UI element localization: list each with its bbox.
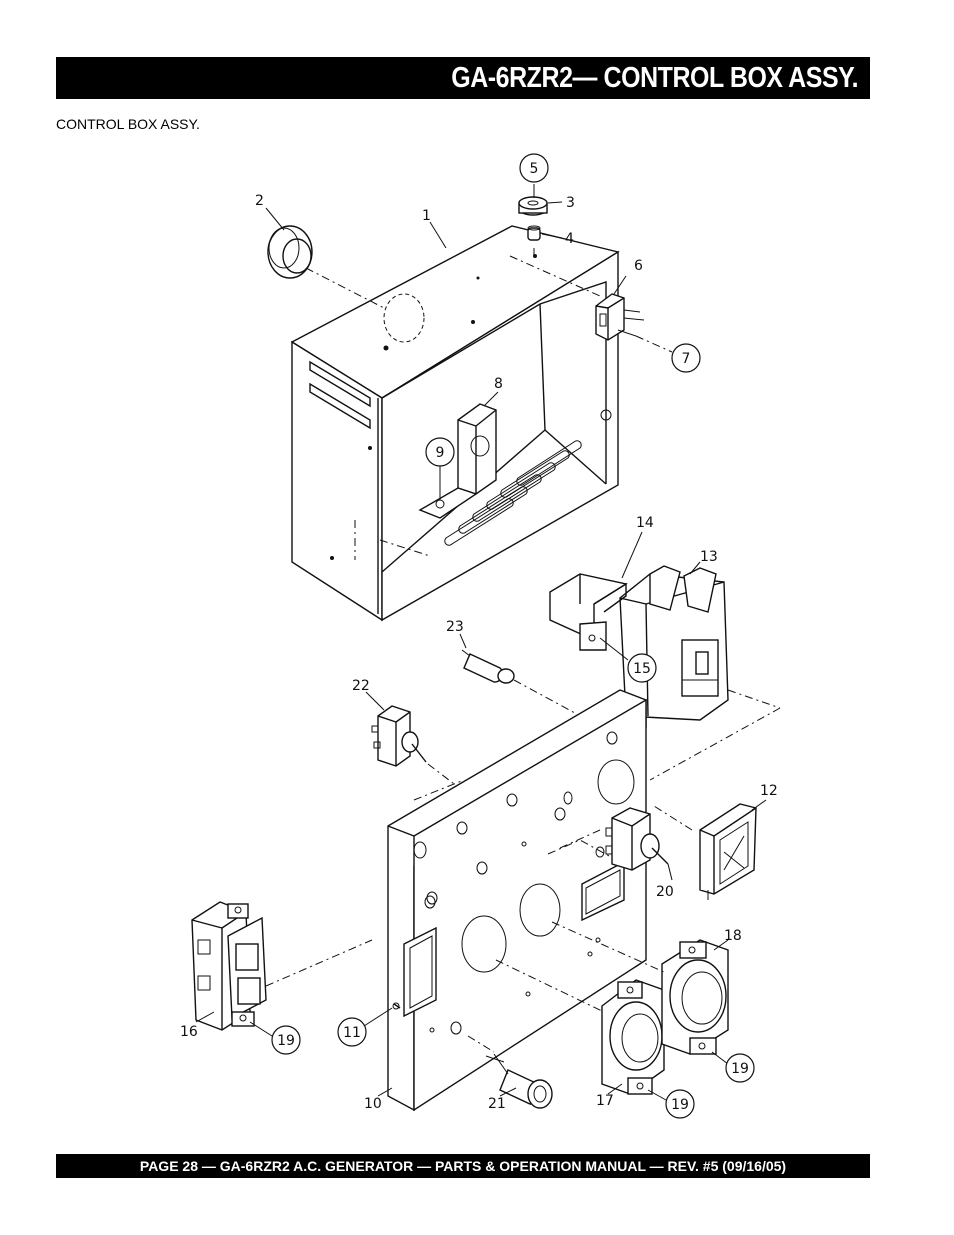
svg-text:1: 1 — [422, 208, 431, 224]
svg-text:8: 8 — [494, 376, 503, 392]
svg-text:11: 11 — [343, 1025, 361, 1041]
voltmeter — [653, 803, 757, 900]
svg-text:19: 19 — [671, 1097, 689, 1113]
callout-19-left: 19 — [271, 1025, 301, 1055]
svg-text:22: 22 — [352, 678, 370, 694]
svg-text:14: 14 — [636, 515, 654, 531]
svg-text:17: 17 — [596, 1093, 614, 1109]
grommet — [267, 225, 385, 309]
callout-10: 10 — [364, 1096, 382, 1112]
svg-text:18: 18 — [724, 928, 742, 944]
callout-13: 13 — [700, 549, 718, 565]
callout-leaders — [195, 184, 767, 1097]
svg-text:13: 13 — [700, 549, 718, 565]
callout-4: 4 — [565, 231, 574, 247]
circuit-breaker — [619, 565, 781, 781]
svg-text:19: 19 — [277, 1033, 295, 1049]
callout-9: 9 — [425, 437, 455, 467]
callout-1: 1 — [422, 208, 431, 224]
svg-text:4: 4 — [565, 231, 574, 247]
svg-text:2: 2 — [255, 193, 264, 209]
callout-7: 7 — [671, 343, 701, 373]
svg-text:9: 9 — [436, 445, 445, 461]
duplex-receptacle — [191, 901, 373, 1037]
title-bar: GA-6RZR2— CONTROL BOX ASSY. — [56, 57, 870, 99]
callout-23: 23 — [446, 619, 464, 635]
callout-8: 8 — [494, 376, 503, 392]
callout-11: 11 — [337, 1017, 367, 1047]
callout-16: 16 — [180, 1024, 198, 1040]
breaker-bracket — [549, 573, 629, 661]
fuse-holder — [467, 1035, 553, 1109]
callout-19-bottom: 19 — [665, 1089, 695, 1119]
callout-20: 20 — [656, 884, 674, 900]
callout-22: 22 — [352, 678, 370, 694]
callout-6: 6 — [634, 258, 643, 274]
footer-text: PAGE 28 — GA-6RZR2 A.C. GENERATOR — PART… — [139, 1158, 787, 1174]
callout-18: 18 — [724, 928, 742, 944]
svg-text:6: 6 — [634, 258, 643, 274]
toggle-switch-right — [605, 807, 673, 881]
page-title: GA-6RZR2— CONTROL BOX ASSY. — [451, 62, 858, 94]
callout-17: 17 — [596, 1093, 614, 1109]
svg-text:3: 3 — [566, 195, 575, 211]
section-label: CONTROL BOX ASSY. — [56, 116, 200, 132]
svg-text:12: 12 — [760, 783, 778, 799]
callout-15: 15 — [627, 653, 657, 683]
callout-5: 5 — [519, 153, 549, 183]
callout-3: 3 — [566, 195, 575, 211]
callout-14: 14 — [636, 515, 654, 531]
svg-text:15: 15 — [633, 661, 651, 677]
footer-bar: PAGE 28 — GA-6RZR2 A.C. GENERATOR — PART… — [56, 1154, 870, 1178]
washer-and-fitting — [509, 196, 601, 297]
terminal-block — [595, 293, 673, 353]
callout-21: 21 — [488, 1096, 506, 1112]
toggle-switch-left — [371, 705, 463, 791]
svg-text:10: 10 — [364, 1096, 382, 1112]
svg-text:20: 20 — [656, 884, 674, 900]
control-panel-plate — [387, 689, 647, 1112]
svg-text:5: 5 — [530, 161, 539, 177]
svg-text:21: 21 — [488, 1096, 506, 1112]
svg-text:23: 23 — [446, 619, 464, 635]
twist-lock-receptacle-18 — [551, 921, 729, 1065]
svg-text:19: 19 — [731, 1061, 749, 1077]
callout-2: 2 — [255, 193, 264, 209]
twist-lock-receptacle-17 — [495, 959, 667, 1101]
svg-text:16: 16 — [180, 1024, 198, 1040]
relay-bracket — [418, 403, 497, 519]
control-box-housing — [290, 225, 620, 622]
callout-19-right: 19 — [725, 1053, 755, 1083]
callout-12: 12 — [760, 783, 778, 799]
svg-text:7: 7 — [682, 351, 691, 367]
